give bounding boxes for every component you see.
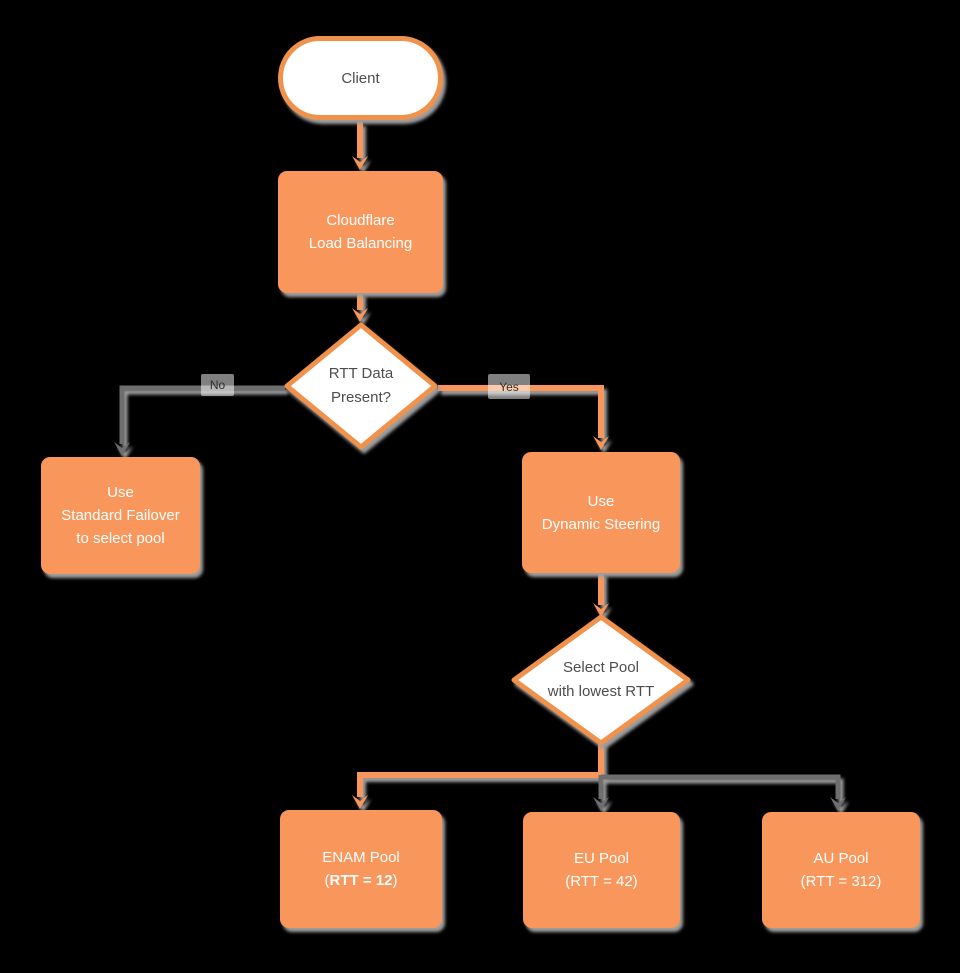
node-standard-failover-line1: Use [107,484,134,501]
node-enam-pool: ENAM Pool (RTT = 12) [280,810,442,928]
node-eu-pool-line1: EU Pool [573,850,630,867]
node-standard-failover-line3: to select pool [76,530,165,547]
arrowhead-down-icon [352,308,368,322]
connector-no-to-standard-failover [114,385,285,456]
node-client-label: Client [341,69,380,87]
connector-client-to-load-balancer [352,122,368,170]
node-rtt-decision: RTT Data Present? [283,321,439,451]
connector-select-pool-to-au-pool [601,774,846,811]
node-load-balancer-line1: Cloudflare [326,212,395,229]
node-client: Client [278,36,443,120]
node-eu-pool-line2: (RTT = 42) [565,873,638,890]
node-select-pool-line1: Select Pool [563,659,639,676]
node-au-pool: AU Pool (RTT = 312) [762,812,920,928]
edge-label-no: No [201,374,234,396]
connector-load-balancer-to-rtt-decision [352,292,368,322]
diamond-shape [511,614,691,746]
arrowhead-down-icon [352,156,368,170]
connector-select-pool-to-eu-pool [593,775,609,811]
arrowhead-down-icon [593,603,609,617]
node-select-pool: Select Pool with lowest RTT [510,613,692,747]
node-dynamic-steering-line2: Dynamic Steering [541,515,661,533]
node-au-pool-line1: AU Pool [813,850,869,867]
node-enam-pool-line1: ENAM Pool [322,849,400,866]
arrowhead-down-icon [593,436,609,450]
connector-steering-to-select-pool [593,572,609,617]
node-rtt-decision-line1: RTT Data [328,365,394,382]
node-standard-failover-line2: Standard Failover [61,507,180,524]
enam-rtt-value: RTT = 12 [329,872,393,889]
node-enam-pool-line2: (RTT = 12) [324,872,398,889]
arrowhead-down-icon [114,442,130,456]
arrowhead-down-icon [593,797,609,811]
edge-label-yes: Yes [488,374,530,399]
diamond-shape [284,322,438,450]
arrowhead-down-icon [352,795,368,809]
node-select-pool-line2: with lowest RTT [547,683,655,700]
connector-select-pool-to-enam-pool [352,743,604,809]
node-load-balancer: Cloudflare Load Balancing [278,171,443,293]
node-eu-pool: EU Pool (RTT = 42) [523,812,680,928]
node-load-balancer-line2: Load Balancing [308,235,413,252]
node-standard-failover: Use Standard Failover to select pool [41,457,200,574]
node-dynamic-steering: Use Dynamic Steering [522,452,680,573]
node-au-pool-line2: (RTT = 312) [800,873,882,890]
node-dynamic-steering-line1: Use [587,492,615,510]
node-rtt-decision-line2: Present? [330,389,392,406]
arrowhead-down-icon [830,797,846,811]
